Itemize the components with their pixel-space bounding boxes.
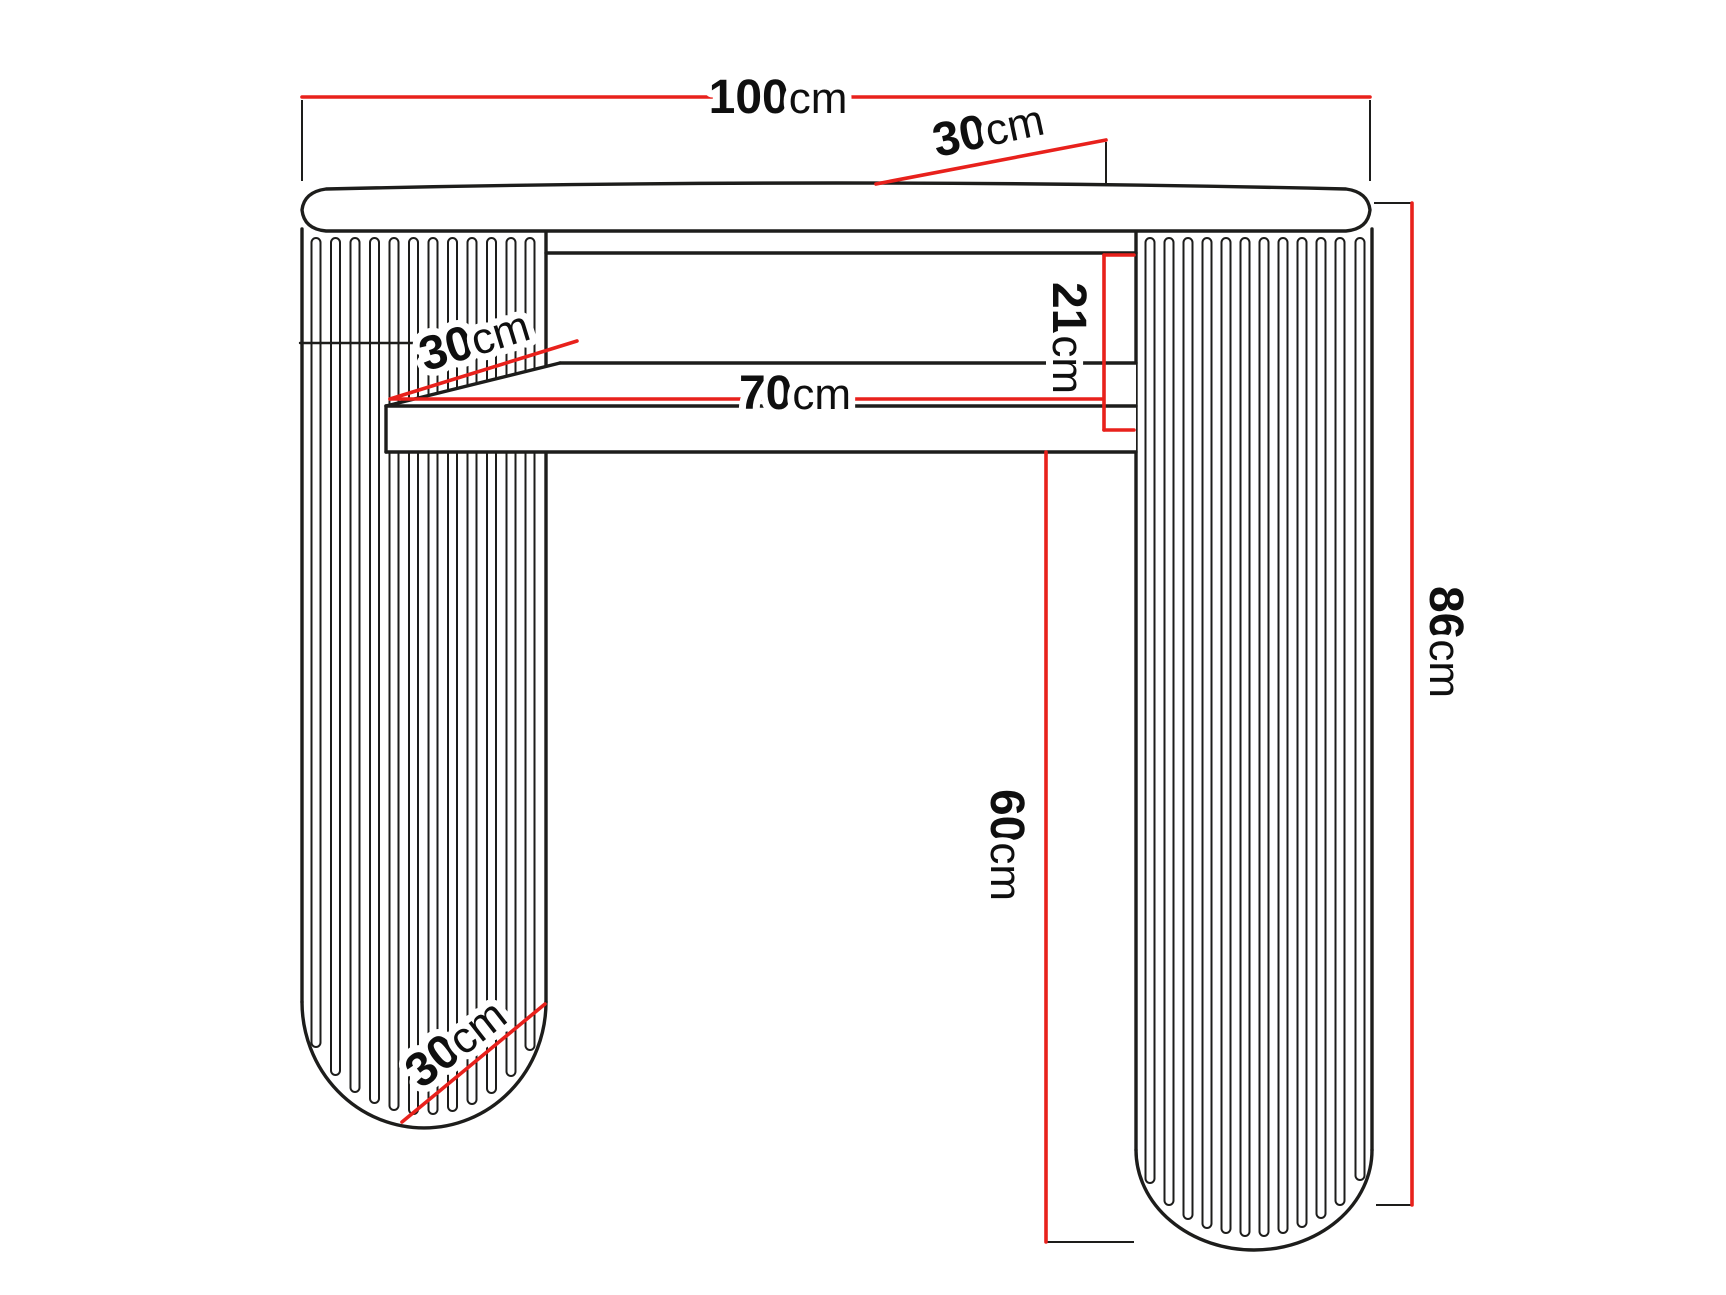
- slat: [1258, 237, 1270, 1237]
- dimension-shelf-width: 70cm: [388, 360, 1104, 427]
- slat: [524, 237, 536, 1051]
- left-leg-bottom-rim: [300, 1000, 548, 1130]
- dimension-label-top-width: 100cm: [709, 71, 848, 124]
- console-table-drawing: [298, 181, 1374, 1252]
- shelf: [384, 361, 1138, 454]
- slat: [1163, 237, 1175, 1206]
- dimension-label-top-to-shelf: 21cm: [1042, 282, 1095, 394]
- slat: [447, 237, 458, 1112]
- dimension-label-shelf-depth: 30cm: [413, 299, 536, 382]
- slat: [1220, 237, 1232, 1234]
- dimension-top-width: 100cm: [300, 64, 1372, 181]
- dimension-label-under-shelf-height: 60cm: [980, 789, 1033, 901]
- slat: [1182, 237, 1194, 1220]
- dimension-under-shelf-height: 60cm: [973, 450, 1134, 1244]
- slat: [330, 237, 341, 1076]
- right-leg-bottom-rim: [1134, 1148, 1374, 1252]
- slat: [310, 237, 322, 1048]
- tabletop-surface: [300, 181, 1372, 233]
- slat: [427, 237, 439, 1115]
- dimension-annotations: 100cm 30cm 86cm 21cm: [300, 64, 1479, 1244]
- dimension-label-total-height: 86cm: [1419, 586, 1472, 698]
- slat: [1277, 237, 1289, 1234]
- right-leg: [1134, 227, 1374, 1252]
- slat: [486, 237, 497, 1094]
- left-leg-slats: [310, 237, 536, 1115]
- slat: [1201, 237, 1213, 1229]
- left-leg: [300, 227, 548, 1130]
- dimension-label-top-depth: 30cm: [928, 93, 1049, 168]
- slat: [388, 237, 400, 1111]
- slat: [1296, 237, 1308, 1228]
- slat: [1334, 237, 1346, 1206]
- dimension-label-shelf-width: 70cm: [739, 367, 851, 420]
- dimension-line: [388, 339, 579, 401]
- slat: [505, 237, 517, 1077]
- slat: [1354, 237, 1366, 1181]
- dimension-line: [874, 138, 1108, 186]
- slat: [369, 237, 380, 1104]
- slat: [466, 237, 478, 1105]
- dimension-top-depth: 30cm: [874, 89, 1108, 186]
- slat: [349, 237, 361, 1093]
- dimension-line: [400, 1002, 547, 1124]
- slat: [408, 237, 419, 1115]
- slat: [1144, 237, 1156, 1184]
- slat: [1315, 237, 1327, 1219]
- right-leg-slats: [1144, 237, 1366, 1237]
- tabletop: [300, 181, 1372, 255]
- dimension-top-to-shelf: 21cm: [1035, 253, 1136, 432]
- slat: [1239, 237, 1251, 1237]
- dimension-total-height: 86cm: [1374, 201, 1479, 1207]
